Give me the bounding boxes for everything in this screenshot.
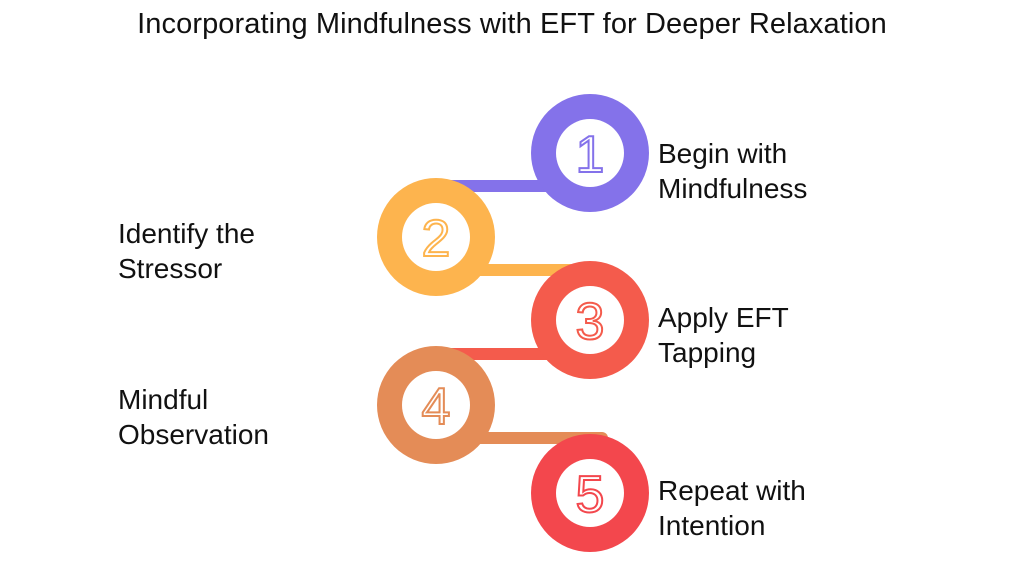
step-3-circle: 3	[531, 261, 649, 379]
step-3-label: Apply EFT Tapping	[658, 300, 898, 370]
step-4-circle: 4	[377, 346, 495, 464]
step-4-number: 4	[422, 378, 451, 436]
step-5-label-line2: Intention	[658, 510, 766, 541]
step-4-label: Mindful Observation	[118, 382, 358, 452]
step-3-label-line2: Tapping	[658, 337, 757, 368]
step-2-circle: 2	[377, 178, 495, 296]
step-1-circle: 1	[531, 94, 649, 212]
step-2-number: 2	[422, 210, 451, 268]
step-2-label-line1: Identify the	[118, 218, 255, 249]
diagram-title: Incorporating Mindfulness with EFT for D…	[137, 8, 887, 40]
step-5-circle: 5	[531, 434, 649, 552]
step-1-label-line1: Begin with	[658, 138, 788, 169]
step-4-label-line1: Mindful	[118, 384, 209, 415]
step-5-number: 5	[576, 466, 605, 524]
step-1-number: 1	[576, 126, 605, 184]
step-1-label-line2: Mindfulness	[658, 173, 808, 204]
step-3-number: 3	[576, 293, 605, 351]
step-2-label-line2: Stressor	[118, 253, 223, 284]
step-2-label: Identify the Stressor	[118, 216, 358, 286]
step-4-label-line2: Observation	[118, 419, 269, 450]
step-1-label: Begin with Mindfulness	[658, 136, 898, 206]
step-5-label: Repeat with Intention	[658, 473, 898, 543]
step-5-label-line1: Repeat with	[658, 475, 806, 506]
step-3-label-line1: Apply EFT	[658, 302, 789, 333]
